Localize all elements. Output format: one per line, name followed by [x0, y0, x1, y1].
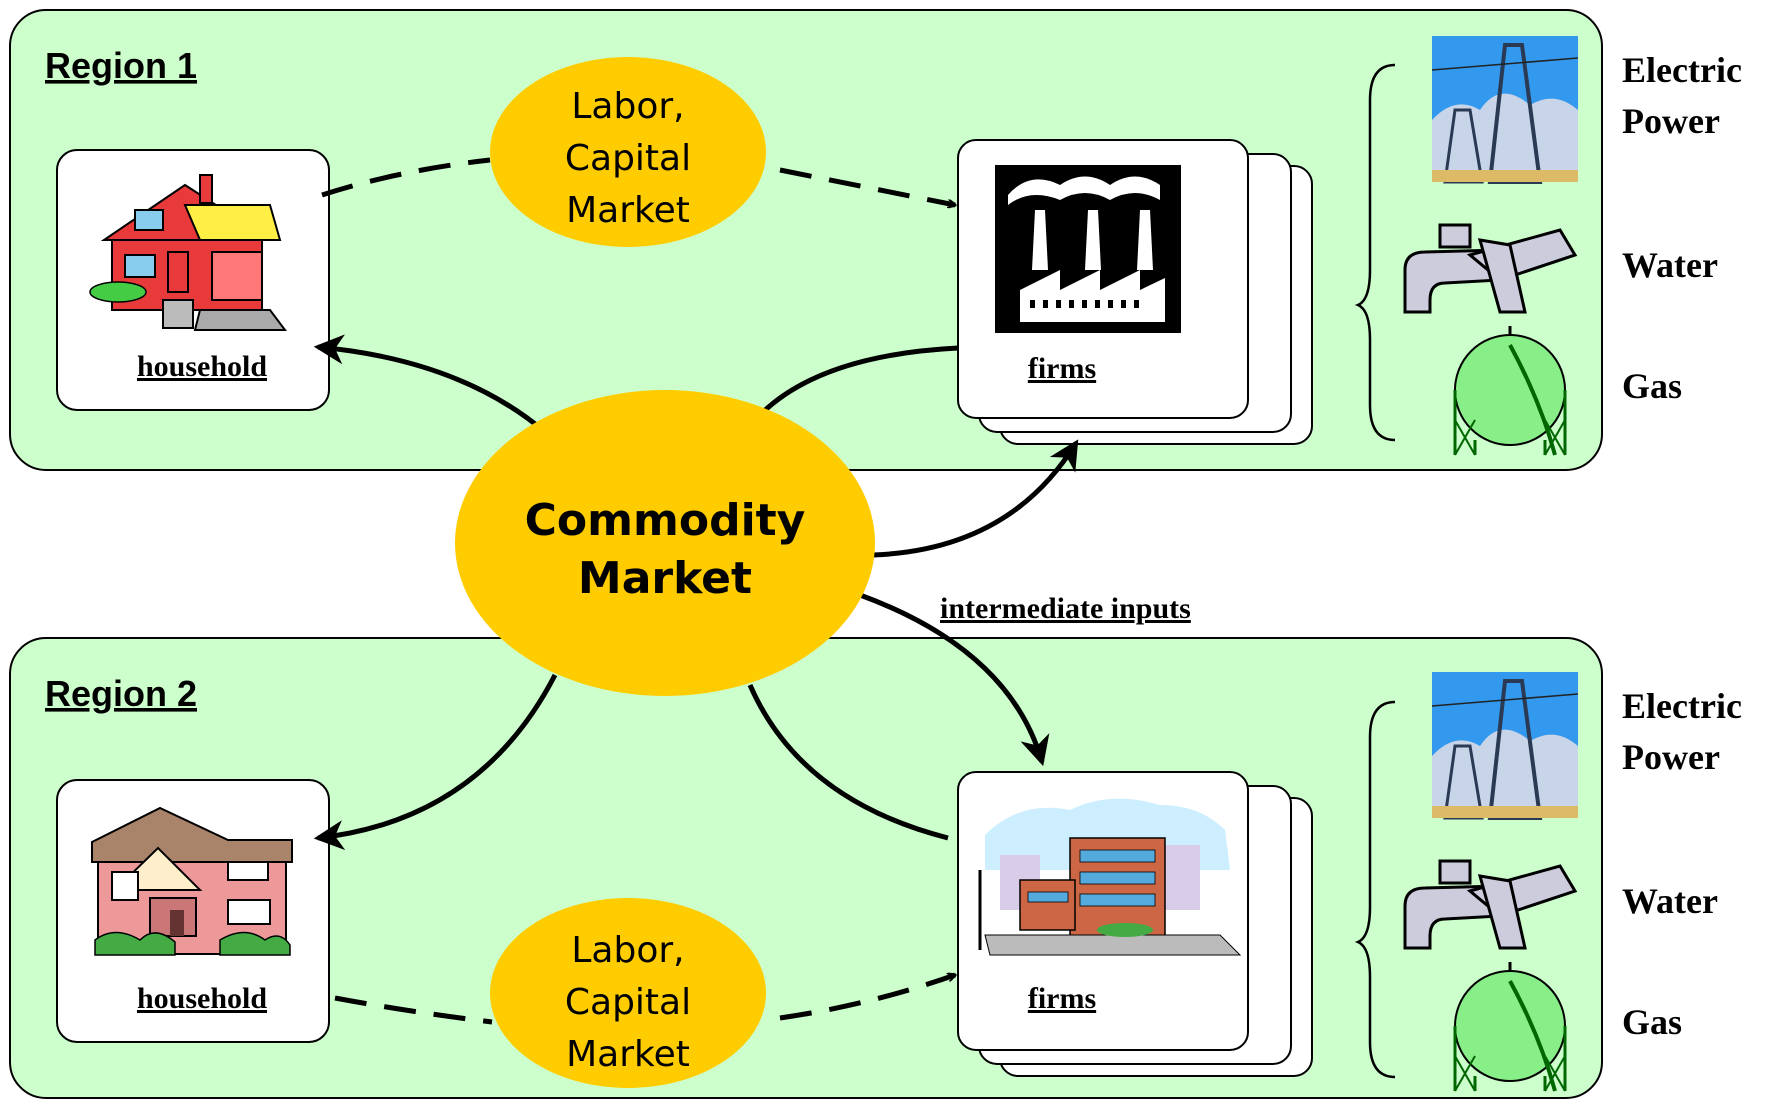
commodity-market-line1: Commodity — [525, 495, 806, 546]
region2-firms-label: firms — [1028, 982, 1096, 1015]
region1-gas-label: Gas — [1622, 366, 1682, 406]
region1-market-line2: Capital — [565, 138, 691, 179]
region1-firms-label: firms — [1028, 352, 1096, 385]
region2-electric-label: Electric — [1622, 686, 1742, 726]
region2-water-label: Water — [1622, 881, 1718, 921]
region1-electric-label: Electric — [1622, 50, 1742, 90]
office-building-icon — [978, 798, 1242, 956]
intermediate-inputs-label: intermediate inputs — [940, 592, 1191, 625]
region2-market-to-firms-dash — [779, 975, 955, 1021]
region2-firms-to-commodity-arrow — [747, 684, 949, 841]
region2-power-label: Power — [1622, 737, 1720, 777]
region2-household-to-market-dash — [334, 995, 493, 1025]
region2-brace — [1354, 700, 1396, 1079]
gas-tank-icon — [1453, 962, 1567, 1092]
region2-title: Region 2 — [45, 673, 197, 714]
region2-gas-label: Gas — [1622, 1002, 1682, 1042]
commodity-to-region1-household-arrow — [313, 334, 547, 434]
gas-tank-icon — [1453, 326, 1567, 456]
commodity-market-line2: Market — [578, 553, 752, 604]
region2-market-line1: Labor, — [571, 930, 684, 971]
region1-market-line1: Labor, — [571, 86, 684, 127]
region1-firms-to-commodity-arrow — [758, 345, 959, 417]
commodity-to-region2-household-arrow — [313, 673, 558, 851]
region2-household-label: household — [137, 982, 267, 1015]
red-house-icon — [89, 174, 287, 331]
region1-power-label: Power — [1622, 101, 1720, 141]
water-faucet-icon — [1403, 859, 1578, 950]
water-faucet-icon — [1403, 223, 1578, 314]
commodity-to-region1-firms-arrow — [872, 439, 1079, 558]
factory-icon — [995, 165, 1181, 333]
region2-household-box: household — [56, 779, 330, 1043]
power-lines-icon — [1431, 672, 1579, 820]
region2-firms-stack: firms — [957, 771, 1313, 1077]
region1-household-to-market-dash — [321, 157, 491, 198]
commodity-market: Commodity Market — [455, 390, 875, 696]
region1-firms-stack: firms — [957, 139, 1313, 445]
region1-market-line3: Market — [566, 190, 690, 231]
commodity-to-region2-firms-arrow — [859, 592, 1050, 767]
region1-market-to-firms-dash — [779, 167, 955, 205]
region1-water-label: Water — [1622, 245, 1718, 285]
region1-utilities: Electric Power Water Gas — [1354, 36, 1742, 456]
region2-market-line3: Market — [566, 1034, 690, 1075]
region2-labor-capital-market: Labor, Capital Market — [490, 898, 766, 1088]
region1-brace — [1354, 63, 1396, 442]
power-lines-icon — [1431, 36, 1579, 184]
region1-household-label: household — [137, 350, 267, 383]
region1-household-box: household — [56, 149, 330, 411]
region1-labor-capital-market: Labor, Capital Market — [490, 57, 766, 247]
region2-utilities: Electric Power Water Gas — [1354, 672, 1742, 1092]
region2-market-line2: Capital — [565, 982, 691, 1023]
pink-house-icon — [91, 806, 293, 956]
region1-title: Region 1 — [45, 45, 197, 86]
